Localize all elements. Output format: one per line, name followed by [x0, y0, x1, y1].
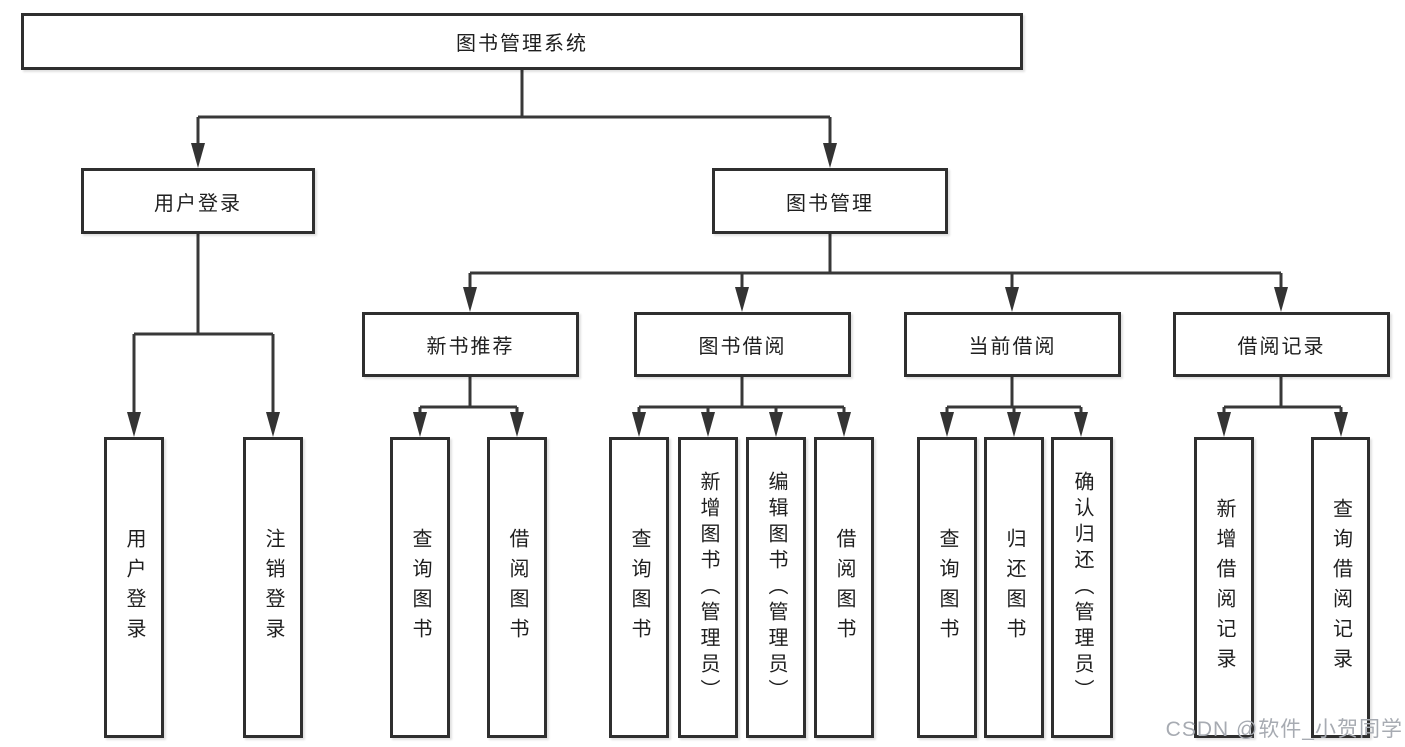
node-root-label: 图书管理系统	[456, 33, 588, 55]
node-root: 图书管理系统	[21, 13, 1023, 70]
leaf-query-borrow-record: 查询借阅记录	[1311, 437, 1370, 738]
leaf-query-book-current: 查询图书	[917, 437, 977, 738]
leaf-borrow-book: 借阅图书	[814, 437, 874, 738]
leaf-add-borrow-record: 新增借阅记录	[1194, 437, 1254, 738]
node-new-book-recommend: 新书推荐	[362, 312, 579, 377]
leaf-return-book: 归还图书	[984, 437, 1044, 738]
node-user-login-label: 用户登录	[154, 192, 242, 215]
node-new-book-recommend-label: 新书推荐	[426, 336, 515, 358]
node-borrow-record-label: 借阅记录	[1237, 336, 1326, 358]
leaf-confirm-return-admin: 确认归还（管理员）	[1051, 437, 1113, 738]
leaf-edit-book-admin: 编辑图书（管理员）	[746, 437, 806, 738]
node-current-borrow: 当前借阅	[904, 312, 1121, 377]
leaf-borrow-book-recommend: 借阅图书	[487, 437, 547, 738]
leaf-add-book-admin: 新增图书（管理员）	[678, 437, 738, 738]
leaf-query-book-recommend: 查询图书	[390, 437, 450, 738]
node-user-login: 用户登录	[81, 168, 315, 234]
node-current-borrow-label: 当前借阅	[968, 336, 1057, 358]
node-book-borrow-label: 图书借阅	[698, 336, 787, 358]
leaf-user-login: 用户登录	[104, 437, 164, 738]
node-borrow-record: 借阅记录	[1173, 312, 1390, 377]
leaf-logout: 注销登录	[243, 437, 303, 738]
csdn-watermark: CSDN @软件_小贺同学	[1165, 718, 1403, 741]
node-book-management-label: 图书管理	[786, 192, 874, 215]
node-book-borrow: 图书借阅	[634, 312, 851, 377]
leaf-query-book-borrow: 查询图书	[609, 437, 669, 738]
node-book-management: 图书管理	[712, 168, 948, 234]
